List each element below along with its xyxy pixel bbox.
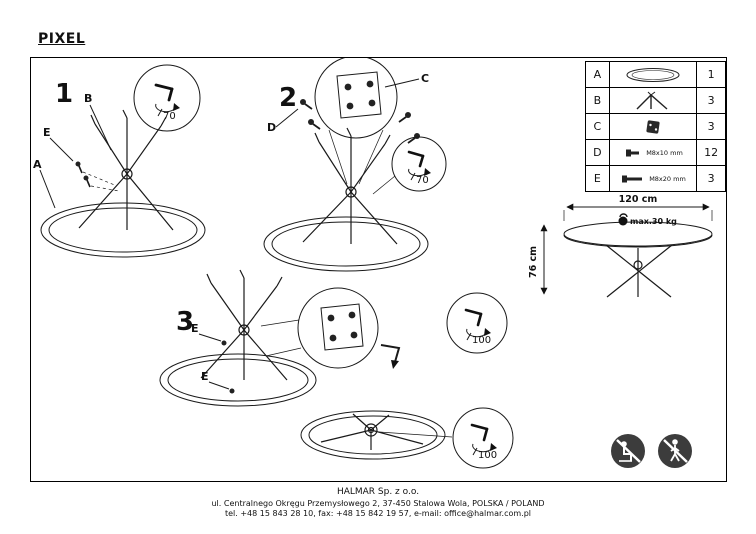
allen-key-icon <box>407 150 425 168</box>
part-letter: B <box>585 87 610 114</box>
part-qty: 3 <box>696 113 726 140</box>
company-address: ul. Centralnego Okręgu Przemysłowego 2, … <box>211 499 545 508</box>
turn-arrow-icon <box>380 344 401 369</box>
step-3-drawing: 3 E E <box>159 269 514 469</box>
base-ring <box>40 202 206 258</box>
screw-glyphs <box>300 99 420 144</box>
allen-key-icon <box>470 423 489 442</box>
leg-assembly <box>200 269 288 381</box>
step-1-torque-callout: 70 <box>133 64 201 132</box>
step-2-label-d: D <box>267 121 276 134</box>
part-qty: 3 <box>696 165 726 192</box>
step-2-drawing: 2 C D <box>263 58 447 272</box>
step-3-bracket-callout <box>260 287 379 369</box>
leg-assembly <box>302 127 398 245</box>
step-3-number: 3 <box>176 307 194 337</box>
step-3-torque-callout-upper: 100 <box>446 292 508 354</box>
step-3-label-e2: E <box>201 370 209 383</box>
parts-row-e: E M8x20 mm 3 <box>585 165 726 192</box>
part-letter: A <box>585 61 610 88</box>
step-1-drawing: 1 70 B E A <box>33 64 206 258</box>
base-ring <box>263 216 429 272</box>
footer: HALMAR Sp. z o.o. ul. Centralnego Okręgu… <box>0 487 756 518</box>
tabletop-icon <box>626 67 680 82</box>
base-ring-top-view <box>300 410 446 460</box>
step-3-torque-lower-value: 100 <box>478 450 497 461</box>
step-3-torque-callout-lower: 100 <box>452 407 514 469</box>
part-qty: 1 <box>696 61 726 88</box>
part-qty: 3 <box>696 87 726 114</box>
parts-row-a: A 1 <box>585 61 726 88</box>
parts-row-b: B 3 <box>585 87 726 114</box>
part-letter: D <box>585 139 610 166</box>
step-2-number: 2 <box>279 83 297 113</box>
content-frame: 1 70 B E A <box>30 57 727 482</box>
part-size: M8x10 mm <box>646 148 683 157</box>
width-dimension: 120 cm <box>619 194 658 205</box>
assembly-diagram: 1 70 B E A <box>33 58 713 469</box>
step-1-torque-value: 70 <box>163 111 176 122</box>
step-1-number: 1 <box>55 79 73 109</box>
height-dimension: 76 cm <box>528 246 539 278</box>
weight-icon <box>618 213 628 226</box>
company-contact: tel. +48 15 843 28 10, fax: +48 15 842 1… <box>224 509 531 518</box>
bolt-icon <box>622 175 643 182</box>
step-1-label-b: B <box>84 92 92 105</box>
leg-icon <box>636 91 668 110</box>
part-letter: C <box>585 113 610 140</box>
max-load-label: max.30 kg <box>630 217 677 226</box>
step-3-torque-upper-value: 100 <box>472 335 491 346</box>
screw-glyphs <box>75 161 120 192</box>
parts-table: A 1 B <box>585 61 726 192</box>
step-1-label-e: E <box>43 126 51 139</box>
company-name: HALMAR Sp. z o.o. <box>336 487 420 497</box>
step-2-bracket-callout <box>314 58 398 185</box>
no-standing-icon <box>658 434 692 468</box>
part-size: M8x20 mm <box>649 174 686 183</box>
table-legs <box>605 244 673 298</box>
part-letter: E <box>585 165 610 192</box>
parts-row-d: D M8x10 mm 12 <box>585 139 726 166</box>
part-qty: 12 <box>696 139 726 166</box>
product-dimension-drawing: 120 cm 76 cm <box>528 194 713 298</box>
step-2-torque-value: 70 <box>416 175 429 186</box>
step-3-label-e1: E <box>191 322 199 335</box>
product-title: PIXEL <box>38 31 86 47</box>
screw-icon <box>626 149 640 156</box>
prohibition-signs <box>611 434 692 468</box>
parts-row-c: C 3 <box>585 113 726 140</box>
step-1-label-a: A <box>33 158 42 171</box>
step-2-label-c: C <box>421 72 429 85</box>
step-2-torque-callout: 70 <box>372 136 447 195</box>
allen-key-icon <box>154 83 174 102</box>
no-sitting-icon <box>611 434 645 468</box>
bracket-icon <box>646 119 660 134</box>
base-ring <box>159 353 317 407</box>
leg-assembly <box>78 109 174 231</box>
allen-key-icon <box>464 308 483 327</box>
